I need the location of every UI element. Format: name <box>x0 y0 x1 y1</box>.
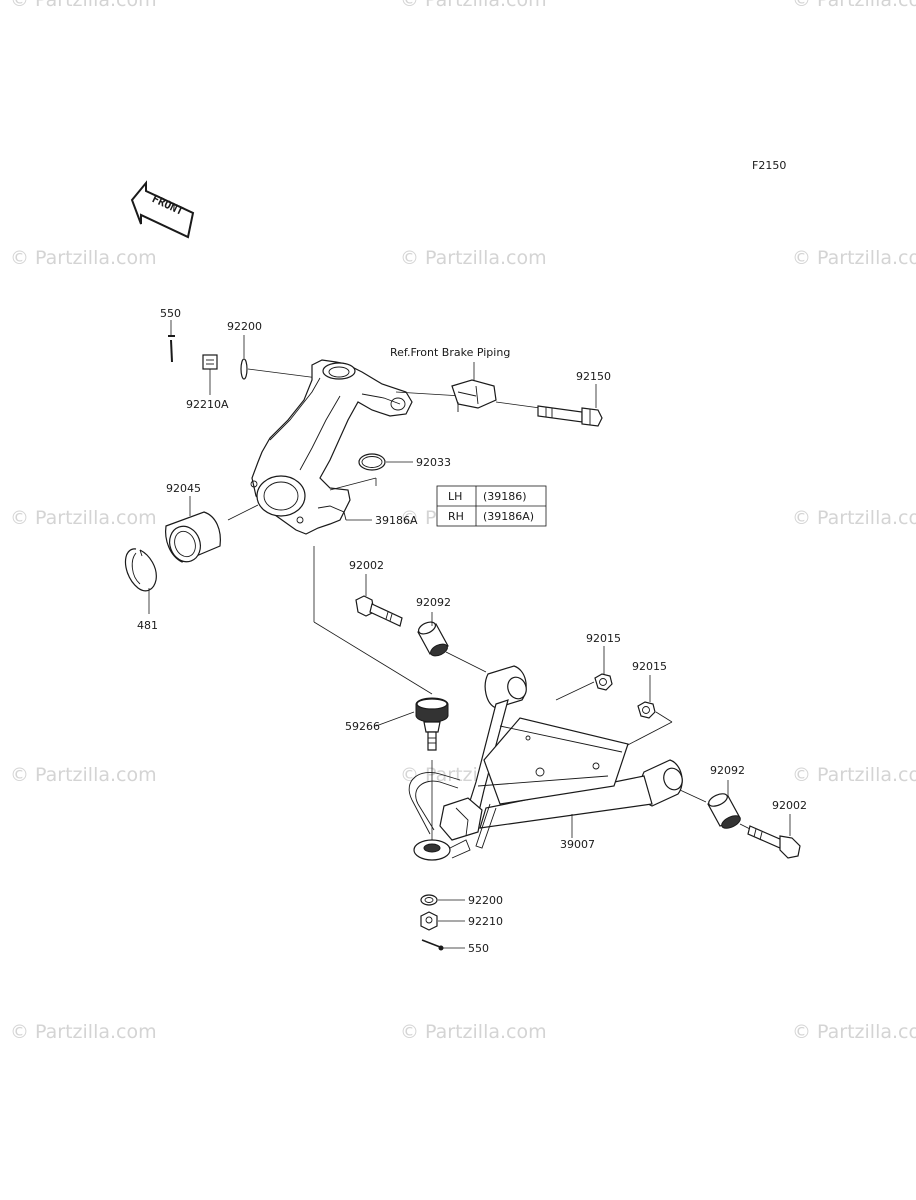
watermark: © Partzilla.com <box>10 764 157 786</box>
watermark: © Partzilla.com <box>400 247 547 269</box>
watermark: © Partzilla.com <box>400 1021 547 1043</box>
steering-knuckle <box>250 359 413 535</box>
label-arm: 39007 <box>560 838 595 851</box>
watermark: © Partzilla.com <box>792 764 916 786</box>
nut-right-b <box>637 701 656 719</box>
label-circlip: 481 <box>137 619 158 632</box>
watermark: © Partzilla.com <box>792 1021 916 1043</box>
watermark: © Partzilla.com <box>10 0 157 11</box>
label-cotter-pin-top: 550 <box>160 307 181 320</box>
snap-ring-small <box>358 453 386 471</box>
watermark: © Partzilla.com <box>400 0 547 11</box>
cotter-pin-bottom <box>421 939 444 951</box>
label-bolt-right: 92002 <box>772 799 807 812</box>
watermark: © Partzilla.com <box>10 507 157 529</box>
label-bolt-left: 92002 <box>349 559 384 572</box>
bushing-left <box>417 621 449 657</box>
washer-top <box>240 358 248 380</box>
label-cotter-pin-bottom: 550 <box>468 942 489 955</box>
label-nut-right-b: 92015 <box>632 660 667 673</box>
table-part-rh: (39186A) <box>483 510 534 523</box>
nut-top <box>202 354 218 370</box>
label-nut-top: 92210A <box>186 398 229 411</box>
label-snap-ring-small: 92033 <box>416 456 451 469</box>
ref-note: Ref.Front Brake Piping <box>390 346 510 359</box>
label-knuckle: 39186A <box>375 514 418 527</box>
brake-clamp <box>451 379 497 412</box>
clamp-bolt <box>537 405 603 427</box>
label-washer-bottom: 92200 <box>468 894 503 907</box>
label-clamp-bolt: 92150 <box>576 370 611 383</box>
watermark: © Partzilla.com <box>792 507 916 529</box>
nut-right-a <box>594 673 613 691</box>
table-part-lh: (39186) <box>483 490 527 503</box>
watermark: © Partzilla.com <box>792 0 916 11</box>
cotter-pin-top <box>168 335 175 363</box>
bolt-left <box>355 595 403 627</box>
label-bearing: 92045 <box>166 482 201 495</box>
bolt-right <box>747 825 801 859</box>
a-arm <box>408 665 683 861</box>
watermark: © Partzilla.com <box>792 247 916 269</box>
circlip <box>124 548 157 592</box>
table-side-lh: LH <box>448 490 462 503</box>
label-bushing-right: 92092 <box>710 764 745 777</box>
label-bushing-left: 92092 <box>416 596 451 609</box>
label-nut-bottom: 92210 <box>468 915 503 928</box>
label-washer-top: 92200 <box>227 320 262 333</box>
table-side-rh: RH <box>448 510 464 523</box>
nut-bottom <box>420 911 438 931</box>
label-nut-right-a: 92015 <box>586 632 621 645</box>
front-arrow-icon: FRONT <box>130 180 195 239</box>
label-ball-joint: 59266 <box>345 720 380 733</box>
figure-code: F2150 <box>752 159 786 172</box>
side-table: LH (39186) RH (39186A) <box>436 485 547 527</box>
bushing-right <box>707 793 741 829</box>
washer-bottom <box>420 894 438 906</box>
wheel-bearing <box>165 511 221 563</box>
watermark: © Partzilla.com <box>10 247 157 269</box>
ball-joint <box>415 697 449 751</box>
watermark: © Partzilla.com <box>10 1021 157 1043</box>
